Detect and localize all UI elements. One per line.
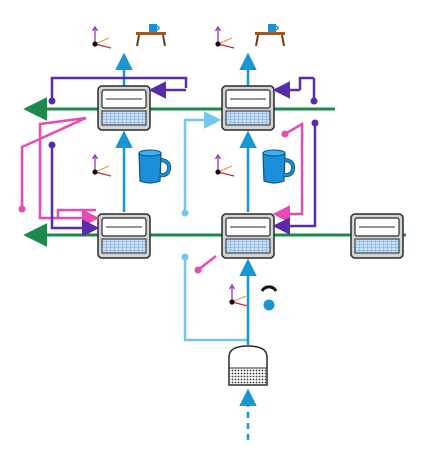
device-mid-center [221,213,275,259]
purple-dot-top-right [310,97,318,105]
lightblue-link-top [183,111,222,212]
purple-dot-right [311,119,319,127]
device-top-left [97,85,151,131]
axes-icon-mid-right [214,154,235,177]
purple-link-left [50,146,100,237]
purple-loop-top-left [50,76,188,100]
purple-dot-top-left [48,97,56,105]
lightblue-dot-bottom [181,253,189,261]
pink-stub-mid [197,255,217,271]
pink-link-left-outer [20,116,87,208]
axes-icon-bottom [228,284,249,307]
device-top-right [221,85,275,131]
sensor-dot-icon [260,285,278,311]
pink-link-right [272,121,304,223]
mug-icon-mid-right [261,148,296,185]
table-icon-top-right [254,23,286,47]
purple-dot-left [48,141,56,149]
mug-icon-mid-left [137,148,172,185]
device-mid-right [350,213,404,259]
device-mid-left [97,213,151,259]
lightblue-dot-top [181,209,189,217]
table-icon-top-left [135,23,167,47]
lightblue-link-bottom [183,258,248,342]
axes-icon-mid-left [91,154,112,177]
source-container-icon [228,345,268,386]
pink-dot-right [281,130,289,138]
purple-link-top-right [298,76,314,90]
axes-icon-top-left [91,26,112,49]
pink-dot-mid [194,266,202,274]
axes-icon-top-right [214,26,235,49]
pink-link-left-inner [38,116,100,227]
pink-link-left-short [56,208,96,218]
purple-link-right [272,124,317,235]
pink-dot-left [18,205,26,213]
